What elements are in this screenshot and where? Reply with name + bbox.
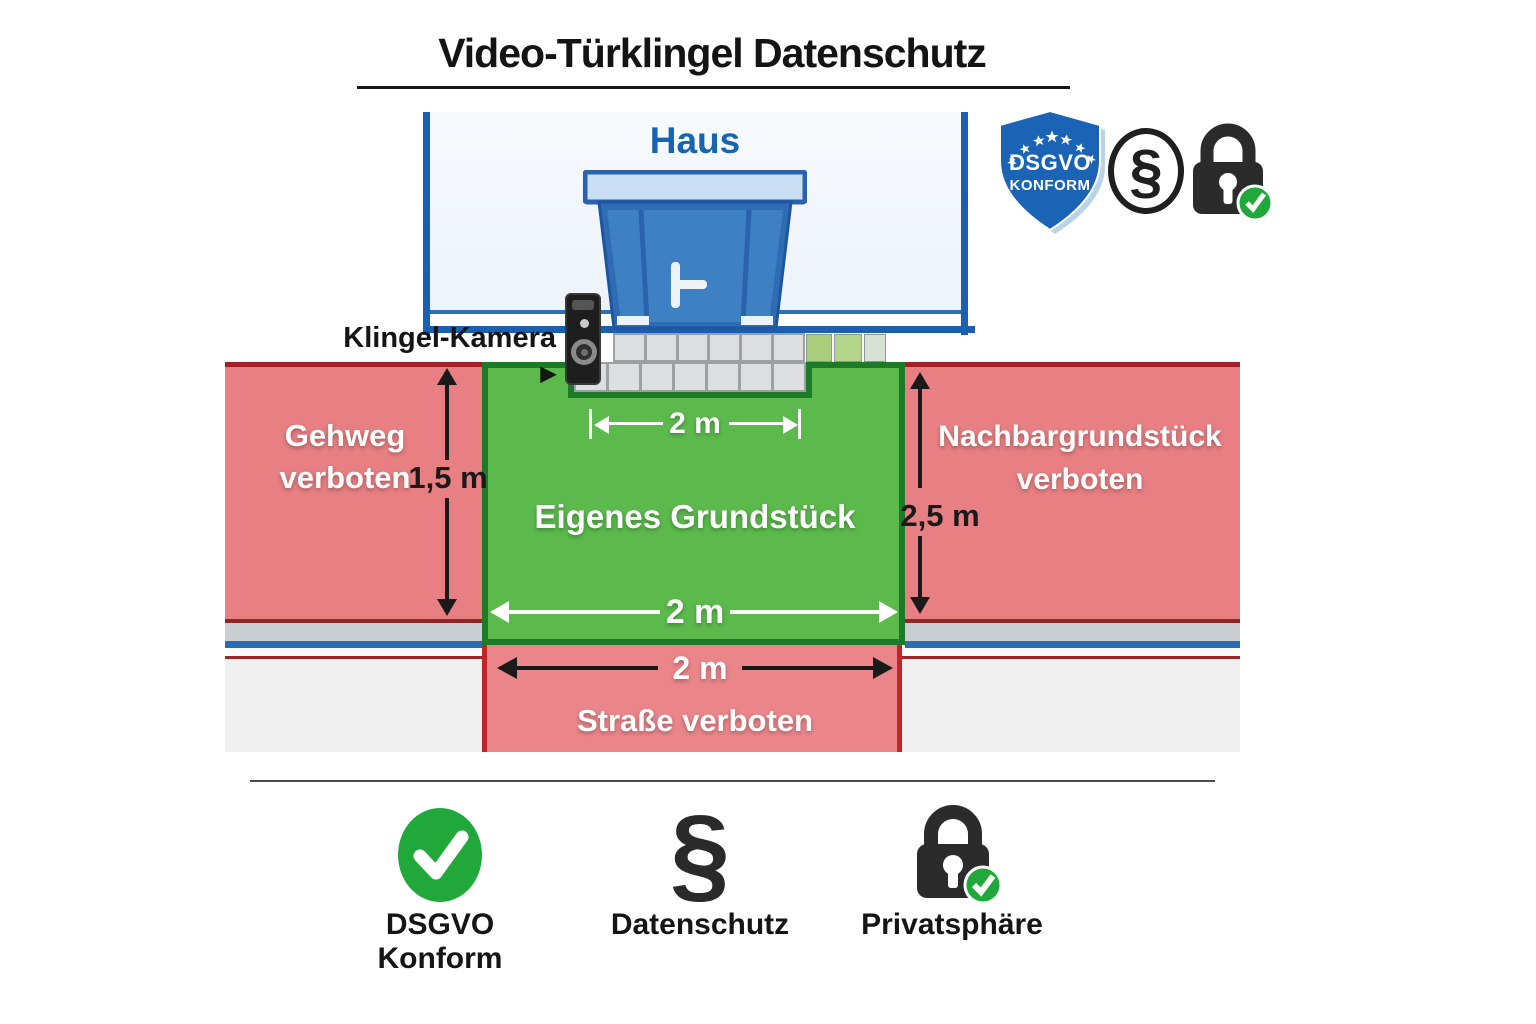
- shield-text-line2: KONFORM: [1009, 177, 1091, 194]
- dimension-line: [918, 536, 922, 598]
- street-boundary-left: [225, 656, 482, 659]
- dimension-line: [918, 388, 922, 488]
- lock-check-icon: [1193, 123, 1274, 222]
- walkway-brick-row-bottom: [574, 362, 806, 392]
- house-right-wall: [961, 112, 968, 335]
- page-title: Video-Türklingel Datenschutz: [438, 30, 987, 76]
- own-property-dimension-bottom: 2 m: [665, 592, 725, 631]
- hedge-tile: [806, 334, 832, 362]
- neighbor-dimension: 2,5 m: [900, 498, 980, 533]
- hedge-tile: [834, 334, 862, 362]
- doorbell-camera-icon: [565, 293, 601, 385]
- arrow-up-icon: [910, 372, 930, 389]
- arrow-right-icon: [873, 657, 893, 679]
- dimension-tick: [589, 409, 592, 439]
- street-boundary-right: [902, 656, 1240, 659]
- dimension-tick: [798, 409, 801, 439]
- dimension-line: [445, 384, 449, 460]
- street-dimension: 2 m: [672, 649, 728, 686]
- dimension-line: [515, 666, 658, 670]
- shield-text-line1: DSGVO: [1009, 150, 1091, 175]
- dimension-line: [729, 422, 783, 425]
- check-circle-icon: [398, 808, 482, 902]
- house-left-wall: [423, 112, 430, 335]
- sidewalk-forbidden-zone: [225, 362, 482, 623]
- arrow-right-icon: [879, 601, 898, 623]
- curb-edge-right: [905, 641, 1240, 648]
- legend-label-dsgvo: DSGVO Konform: [377, 908, 503, 975]
- neighbor-zone-label: Nachbargrundstück verboten: [938, 420, 1222, 496]
- footer-divider: [250, 780, 1215, 782]
- legend-label-datenschutz: Datenschutz: [610, 908, 790, 941]
- own-property-dimension-top: 2 m: [669, 407, 721, 440]
- sidewalk-zone-label: Gehweg verboten: [279, 418, 411, 495]
- dimension-line: [742, 666, 874, 670]
- hedge-tile: [864, 334, 886, 362]
- doorbell-camera-label: Klingel-Kamera ▶: [343, 322, 556, 385]
- arrow-up-icon: [437, 368, 457, 385]
- paragraph-circle-icon: §: [1108, 128, 1184, 214]
- lock-check-icon: [917, 805, 1003, 905]
- dimension-line: [445, 498, 449, 600]
- own-property-label: Eigenes Grundstück: [534, 498, 856, 535]
- arrow-right-icon: [783, 416, 798, 434]
- street-zone-label: Straße verboten: [576, 703, 813, 738]
- curb-edge-left: [225, 641, 482, 648]
- dimension-line: [730, 610, 880, 614]
- house-label: Haus: [649, 120, 741, 161]
- pointer-right-icon: ▶: [540, 363, 556, 385]
- street-forbidden-zone: [482, 645, 902, 752]
- door-icon: [583, 170, 807, 330]
- legend-label-privatsphaere: Privatsphäre: [861, 908, 1043, 941]
- curb-right: [905, 623, 1240, 641]
- walkway-brick-row-top: [613, 333, 805, 362]
- arrow-down-icon: [910, 597, 930, 614]
- arrow-left-icon: [497, 657, 517, 679]
- dsgvo-shield-icon: [999, 109, 1105, 234]
- arrow-left-icon: [490, 601, 509, 623]
- arrow-left-icon: [594, 416, 609, 434]
- sidewalk-dimension: 1,5 m: [408, 460, 488, 495]
- title-underline: [357, 86, 1070, 89]
- arrow-down-icon: [437, 599, 457, 616]
- neighbor-forbidden-zone: [905, 362, 1240, 623]
- curb-left: [225, 623, 482, 641]
- own-property-zone: [482, 362, 905, 645]
- paragraph-icon: §: [669, 791, 731, 913]
- dimension-line: [508, 610, 660, 614]
- dimension-line: [609, 422, 663, 425]
